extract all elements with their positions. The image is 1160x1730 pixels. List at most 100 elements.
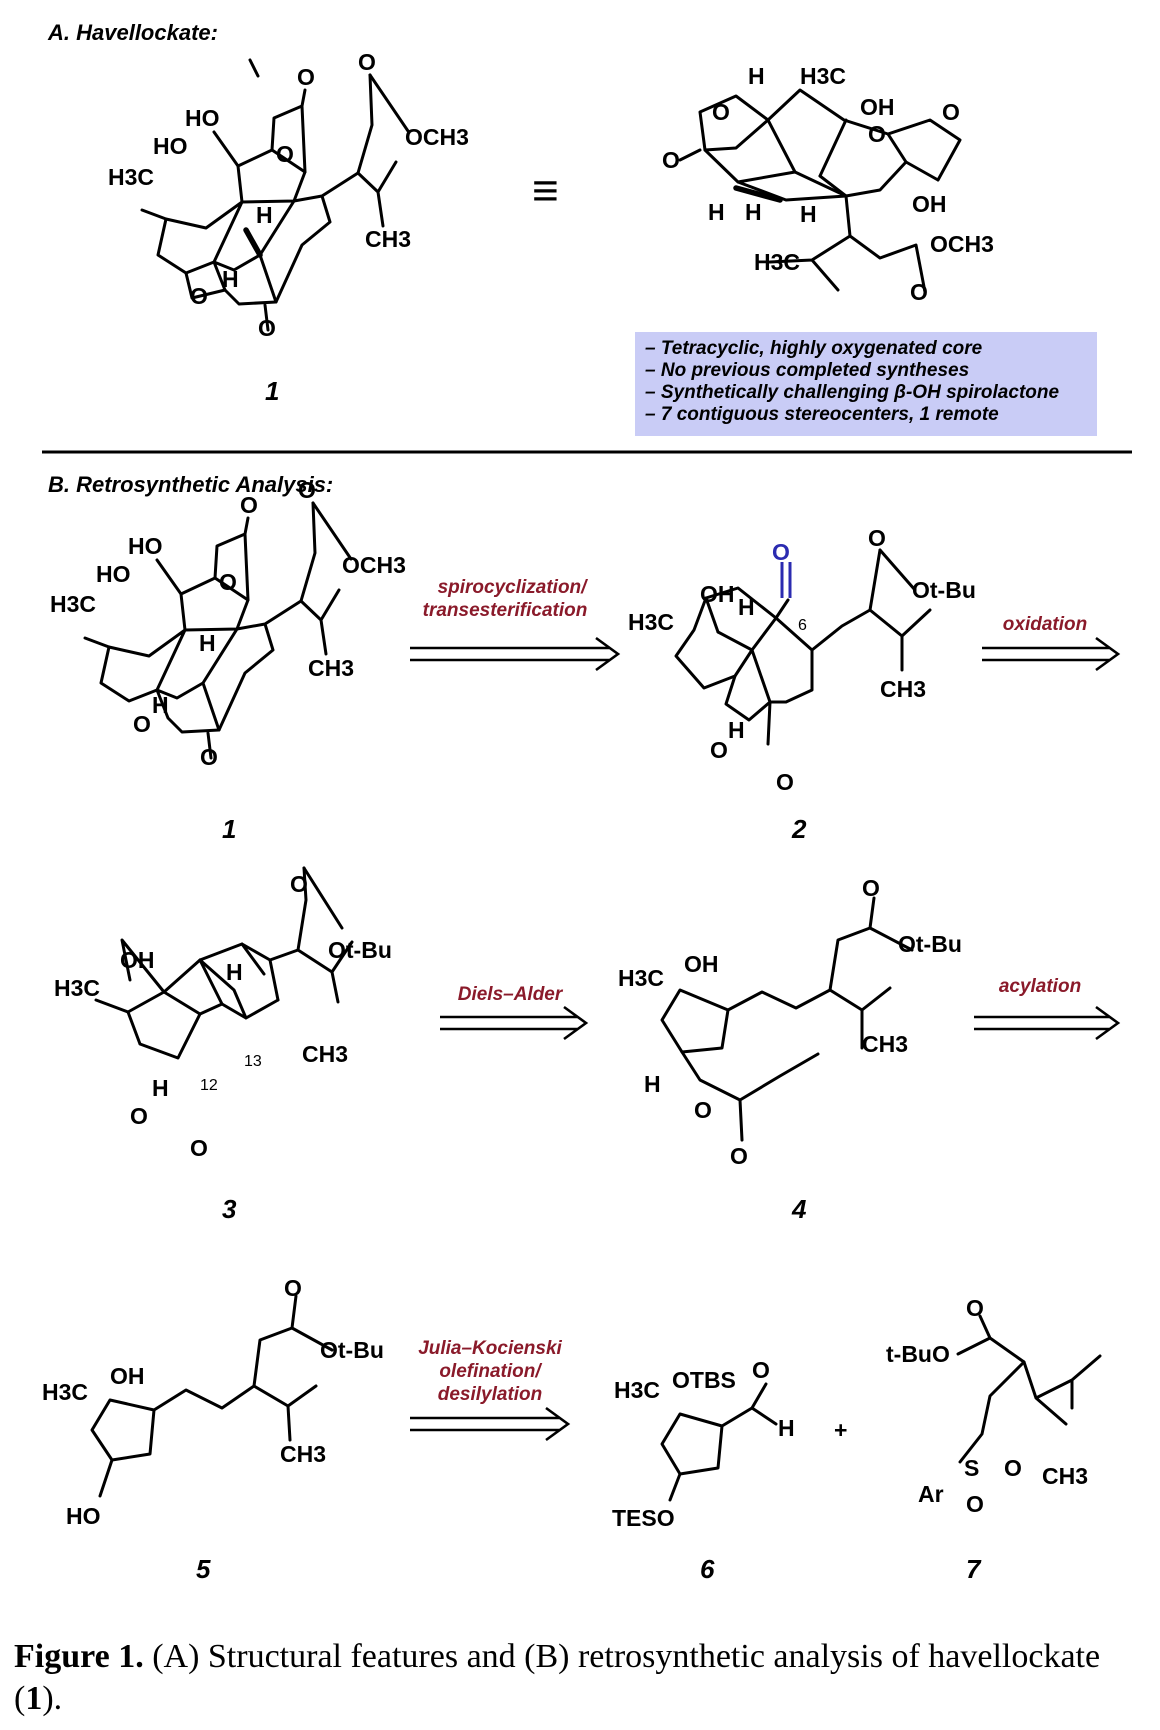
compound-label-7: 7 bbox=[966, 1554, 982, 1584]
svg-text:HO: HO bbox=[153, 133, 188, 159]
svg-text:H3C: H3C bbox=[754, 249, 800, 275]
caption-label: Figure 1. bbox=[14, 1638, 144, 1675]
compound-label-2: 2 bbox=[791, 814, 807, 844]
svg-text:O: O bbox=[868, 525, 886, 551]
compound-6-labels: OTBS H3C O H TESO 6 bbox=[612, 1357, 795, 1584]
compound-label-6: 6 bbox=[700, 1554, 715, 1584]
svg-text:olefination/: olefination/ bbox=[439, 1361, 542, 1382]
retrosynthesis-scheme: A. Havellockate: HO HO H3C O O O OCH3 H … bbox=[42, 20, 1132, 1584]
svg-text:13: 13 bbox=[244, 1053, 262, 1070]
svg-text:transesterification: transesterification bbox=[423, 600, 588, 621]
svg-text:Ot-Bu: Ot-Bu bbox=[898, 931, 962, 957]
svg-text:O: O bbox=[133, 711, 151, 737]
feature-item: – 7 contiguous stereocenters, 1 remote bbox=[645, 404, 999, 425]
svg-text:O: O bbox=[298, 477, 316, 503]
svg-text:Ot-Bu: Ot-Bu bbox=[320, 1337, 384, 1363]
svg-text:Ot-Bu: Ot-Bu bbox=[328, 937, 392, 963]
svg-text:12: 12 bbox=[200, 1077, 218, 1094]
svg-text:oxidation: oxidation bbox=[1003, 614, 1087, 635]
svg-text:HO: HO bbox=[96, 561, 131, 587]
feature-item: – Synthetically challenging β-OH spirola… bbox=[645, 382, 1060, 403]
svg-text:O: O bbox=[942, 99, 960, 125]
svg-text:TESO: TESO bbox=[612, 1505, 675, 1531]
svg-text:Diels–Alder: Diels–Alder bbox=[458, 984, 564, 1005]
svg-text:O: O bbox=[258, 315, 276, 341]
svg-text:O: O bbox=[219, 569, 237, 595]
compound-2-labels: OH H H3C O 6 O Ot-Bu H O O CH3 2 bbox=[628, 525, 976, 844]
svg-text:O: O bbox=[910, 279, 928, 305]
compound-label-1a: 1 bbox=[265, 376, 279, 406]
retro-arrow-5: Julia–Kocienski olefination/ desilylatio… bbox=[410, 1338, 571, 1442]
svg-text:O: O bbox=[694, 1097, 712, 1123]
svg-text:OH: OH bbox=[684, 951, 719, 977]
svg-text:O: O bbox=[662, 147, 680, 173]
havellockate-structure-right bbox=[678, 88, 962, 294]
svg-text:O: O bbox=[966, 1295, 984, 1321]
svg-text:OH: OH bbox=[700, 581, 735, 607]
svg-text:O: O bbox=[297, 64, 315, 90]
feature-item: – No previous completed syntheses bbox=[645, 360, 970, 381]
compound-4-labels: OH H3C O Ot-Bu CH3 H O O 4 bbox=[618, 875, 962, 1224]
svg-text:H: H bbox=[745, 199, 762, 225]
svg-text:H: H bbox=[222, 266, 239, 292]
svg-text:O: O bbox=[710, 737, 728, 763]
svg-text:O: O bbox=[190, 1135, 208, 1161]
svg-text:Ar: Ar bbox=[918, 1481, 944, 1507]
svg-text:O: O bbox=[966, 1491, 984, 1517]
svg-text:H3C: H3C bbox=[614, 1377, 660, 1403]
compound-label-1b: 1 bbox=[222, 814, 236, 844]
svg-text:O: O bbox=[284, 1275, 302, 1301]
compound-7-labels: O t-BuO S O O Ar CH3 7 bbox=[886, 1295, 1088, 1584]
section-a-heading: A. Havellockate: bbox=[47, 20, 218, 45]
svg-text:HO: HO bbox=[128, 533, 163, 559]
svg-text:H3C: H3C bbox=[618, 965, 664, 991]
svg-text:OCH3: OCH3 bbox=[342, 552, 406, 578]
svg-text:CH3: CH3 bbox=[280, 1441, 326, 1467]
svg-text:6: 6 bbox=[798, 617, 807, 634]
plus-sign: + bbox=[834, 1417, 847, 1443]
svg-text:H: H bbox=[256, 202, 273, 228]
svg-text:Ot-Bu: Ot-Bu bbox=[912, 577, 976, 603]
svg-text:O: O bbox=[730, 1143, 748, 1169]
svg-text:OCH3: OCH3 bbox=[405, 124, 469, 150]
svg-text:H: H bbox=[644, 1071, 661, 1097]
svg-text:S: S bbox=[964, 1455, 979, 1481]
svg-text:OCH3: OCH3 bbox=[930, 231, 994, 257]
svg-text:acylation: acylation bbox=[999, 976, 1081, 997]
svg-text:Julia–Kocienski: Julia–Kocienski bbox=[418, 1338, 562, 1359]
svg-text:OH: OH bbox=[120, 947, 155, 973]
svg-text:H3C: H3C bbox=[800, 63, 846, 89]
svg-text:O: O bbox=[772, 539, 790, 565]
svg-text:O: O bbox=[1004, 1455, 1022, 1481]
svg-text:H: H bbox=[226, 959, 243, 985]
svg-text:H: H bbox=[778, 1415, 795, 1441]
svg-text:HO: HO bbox=[66, 1503, 101, 1529]
svg-text:HO: HO bbox=[185, 105, 220, 131]
svg-text:OH: OH bbox=[912, 191, 947, 217]
compound-7-structure bbox=[956, 1314, 1102, 1464]
compound-2-structure bbox=[674, 548, 932, 746]
svg-text:H3C: H3C bbox=[108, 164, 154, 190]
svg-text:CH3: CH3 bbox=[862, 1031, 908, 1057]
svg-text:H3C: H3C bbox=[54, 975, 100, 1001]
svg-text:H3C: H3C bbox=[42, 1379, 88, 1405]
svg-text:CH3: CH3 bbox=[1042, 1463, 1088, 1489]
section-b-heading: B. Retrosynthetic Analysis: bbox=[48, 472, 333, 497]
compound-3-structure bbox=[94, 866, 354, 1060]
compound-label-3: 3 bbox=[222, 1194, 237, 1224]
svg-text:H3C: H3C bbox=[50, 591, 96, 617]
svg-text:O: O bbox=[200, 744, 218, 770]
svg-text:spirocyclization/: spirocyclization/ bbox=[438, 577, 589, 598]
compound-1-structure bbox=[83, 501, 353, 760]
havellockate-structure-left bbox=[140, 58, 410, 332]
svg-text:O: O bbox=[752, 1357, 770, 1383]
retro-arrow-1: spirocyclization/ transesterification bbox=[410, 577, 621, 672]
svg-text:O: O bbox=[276, 141, 294, 167]
figure-caption: Figure 1. (A) Structural features and (B… bbox=[14, 1636, 1134, 1720]
svg-text:O: O bbox=[868, 121, 886, 147]
svg-text:CH3: CH3 bbox=[302, 1041, 348, 1067]
compound-3-labels: OH H3C H O Ot-Bu CH3 13 12 H O O 3 bbox=[54, 871, 392, 1224]
svg-text:H: H bbox=[708, 199, 725, 225]
svg-text:H: H bbox=[199, 630, 216, 656]
retro-arrow-3: Diels–Alder bbox=[440, 984, 589, 1041]
